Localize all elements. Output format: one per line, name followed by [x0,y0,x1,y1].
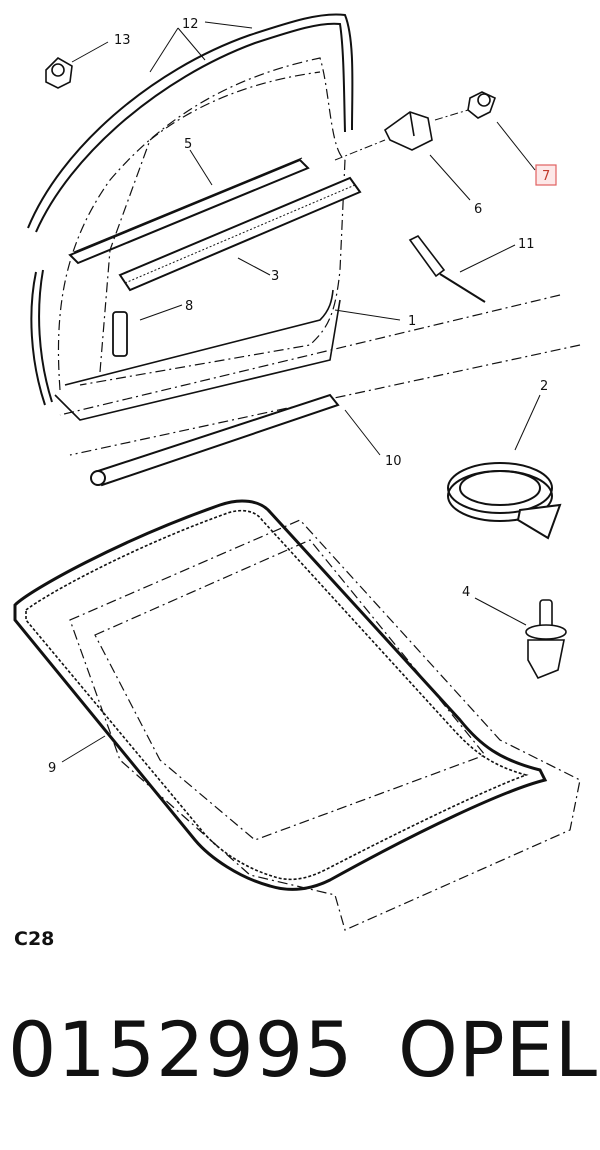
callout-7: 7 [542,169,550,184]
callout-6: 6 [474,202,482,217]
footer: 0152995 OPEL [0,1005,600,1105]
part-number: 0152995 [8,1005,354,1094]
push-rivet-13 [45,57,73,89]
pin-fastener-11 [408,234,486,303]
callout-13: 13 [114,33,131,48]
clip-6 [383,111,433,151]
callout-10: 10 [385,454,402,469]
push-rivet-7 [467,91,496,119]
window-channel-strip [68,157,310,265]
callout-5: 5 [184,137,192,152]
small-seal [112,311,128,357]
windscreen-glass-outline [69,519,581,931]
callout-12: 12 [182,17,199,32]
lower-rail-strip [90,393,340,487]
tape-roll [447,462,562,540]
leader-lines [61,21,541,763]
door-panel [54,289,341,421]
callout-8: 8 [185,299,193,314]
callout-11: 11 [518,237,535,252]
callout-1: 1 [408,314,416,329]
callout-9: 9 [48,761,56,776]
parts-diagram: 12 13 5 3 8 1 6 7 11 2 10 4 9 [13,13,581,931]
brand-name: OPEL [398,1005,599,1094]
callout-7-highlight [535,164,557,186]
callout-4: 4 [462,585,470,600]
callout-3: 3 [271,269,279,284]
door-outline [57,57,581,456]
belt-moulding [118,176,362,292]
door-weatherstrip [27,13,354,406]
reference-code: C28 [14,928,55,950]
windscreen-seal [13,499,548,891]
callout-2: 2 [540,379,548,394]
clip-fastener-4 [525,599,567,680]
